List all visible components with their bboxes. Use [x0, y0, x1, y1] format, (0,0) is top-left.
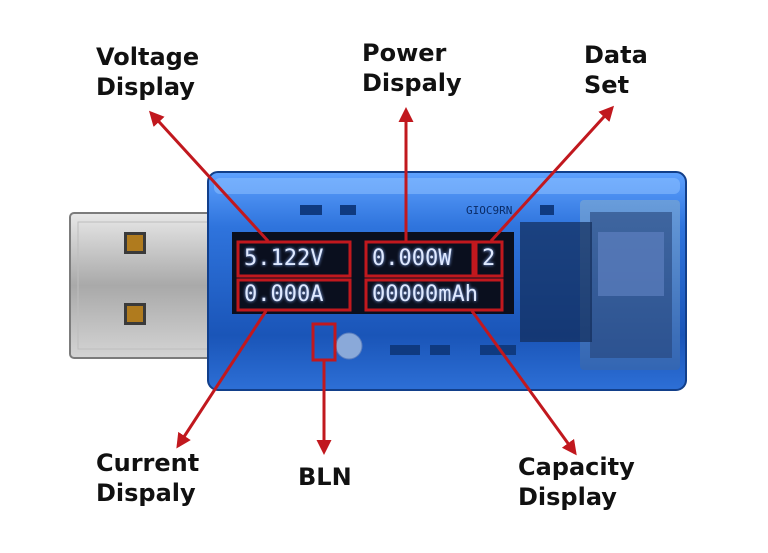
arrows — [148, 105, 615, 456]
voltage-callout-line-1: Voltage — [96, 43, 200, 71]
voltage-callout-line-2: Display — [96, 73, 195, 101]
current-box — [236, 278, 352, 312]
current-reading: 0.000A — [244, 282, 324, 307]
bln-led — [335, 332, 363, 360]
current-callout: Current Dispaly — [96, 448, 199, 508]
capacity-reading: 00000mAh — [372, 282, 478, 307]
usb-plug — [69, 212, 219, 359]
pcb-marking: GIOC9RN — [466, 204, 512, 217]
bln-box — [311, 322, 337, 362]
voltage-callout: Voltage Display — [96, 42, 199, 102]
voltage-reading: 5.122V — [244, 246, 324, 271]
power-reading: 0.000W — [372, 246, 452, 271]
data-set-callout-line-2: Set — [584, 71, 630, 99]
current-arrow — [176, 310, 268, 449]
data-set-callout-line-1: Data — [584, 41, 648, 69]
highlight-boxes — [236, 240, 504, 362]
power-callout: Power Dispaly — [362, 38, 462, 98]
voltage-arrow — [148, 110, 270, 243]
data-set-box — [474, 240, 504, 278]
capacity-box — [364, 278, 504, 312]
voltage-box — [236, 240, 352, 278]
bln-callout: BLN — [298, 462, 352, 492]
capacity-arrow — [470, 310, 577, 456]
data-set-callout: Data Set — [584, 40, 648, 100]
current-callout-line-2: Dispaly — [96, 479, 196, 507]
capacity-callout-line-2: Display — [518, 483, 617, 511]
data-set-reading: 2 — [482, 246, 496, 271]
capacity-callout-line-1: Capacity — [518, 453, 635, 481]
data-set-arrow — [489, 105, 615, 243]
bln-callout-line-1: BLN — [298, 463, 352, 491]
oled-screen — [232, 232, 514, 314]
current-callout-line-1: Current — [96, 449, 200, 477]
power-box — [364, 240, 475, 278]
power-callout-line-1: Power — [362, 39, 447, 67]
power-callout-line-2: Dispaly — [362, 69, 462, 97]
capacity-callout: Capacity Display — [518, 452, 635, 512]
